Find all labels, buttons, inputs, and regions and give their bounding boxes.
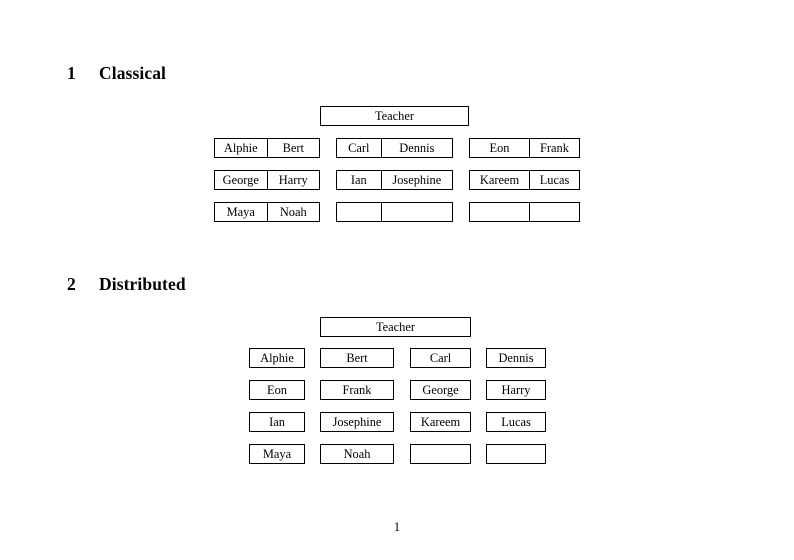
desk-box: Josephine bbox=[320, 412, 394, 432]
desk-box: Ian bbox=[249, 412, 305, 432]
desk-box: Eon bbox=[249, 380, 305, 400]
desk-cell-empty bbox=[529, 203, 579, 221]
desk-cell: Kareem bbox=[470, 171, 529, 189]
desk-box-empty bbox=[486, 444, 546, 464]
desk-cell: Lucas bbox=[529, 171, 579, 189]
desk-pair-row bbox=[469, 202, 580, 222]
desk-cell: Noah bbox=[266, 203, 319, 221]
desk-pair-row: George Harry bbox=[214, 170, 320, 190]
desk-pair-row: Maya Noah bbox=[214, 202, 320, 222]
desk-cell: Frank bbox=[529, 139, 579, 157]
teacher-box-classical: Teacher bbox=[320, 106, 469, 126]
page-number: 1 bbox=[393, 520, 401, 534]
desk-cell: Eon bbox=[470, 139, 529, 157]
desk-cell-empty bbox=[337, 203, 381, 221]
desk-cell: Harry bbox=[266, 171, 319, 189]
desk-pair-row: Ian Josephine bbox=[336, 170, 453, 190]
desk-box: Maya bbox=[249, 444, 305, 464]
section-number-2: 2 bbox=[67, 274, 76, 294]
desk-cell: Maya bbox=[215, 203, 267, 221]
desk-box: George bbox=[410, 380, 471, 400]
desk-cell: Ian bbox=[337, 171, 381, 189]
desk-box: Frank bbox=[320, 380, 394, 400]
desk-box: Carl bbox=[410, 348, 471, 368]
desk-box: Noah bbox=[320, 444, 394, 464]
desk-pair-row: Alphie Bert bbox=[214, 138, 320, 158]
desk-box: Dennis bbox=[486, 348, 546, 368]
teacher-box-distributed: Teacher bbox=[320, 317, 471, 337]
desk-pair-row bbox=[336, 202, 453, 222]
desk-cell: Bert bbox=[266, 139, 319, 157]
desk-box-empty bbox=[410, 444, 471, 464]
desk-cell: Josephine bbox=[380, 171, 452, 189]
section-title-1: Classical bbox=[99, 63, 167, 83]
section-heading-distributed: 2 Distributed bbox=[67, 274, 186, 294]
desk-box: Bert bbox=[320, 348, 394, 368]
desk-pair-row: Eon Frank bbox=[469, 138, 580, 158]
desk-cell: Dennis bbox=[380, 139, 452, 157]
desk-pair-row: Carl Dennis bbox=[336, 138, 453, 158]
desk-cell: Carl bbox=[337, 139, 381, 157]
desk-box: Alphie bbox=[249, 348, 305, 368]
section-title-2: Distributed bbox=[99, 274, 186, 294]
desk-box: Harry bbox=[486, 380, 546, 400]
desk-cell-empty bbox=[380, 203, 452, 221]
section-number-1: 1 bbox=[67, 63, 76, 83]
desk-cell: Alphie bbox=[215, 139, 267, 157]
desk-cell: George bbox=[215, 171, 267, 189]
desk-pair-row: Kareem Lucas bbox=[469, 170, 580, 190]
section-heading-classical: 1 Classical bbox=[67, 63, 167, 83]
desk-box: Lucas bbox=[486, 412, 546, 432]
desk-box: Kareem bbox=[410, 412, 471, 432]
desk-cell-empty bbox=[470, 203, 529, 221]
